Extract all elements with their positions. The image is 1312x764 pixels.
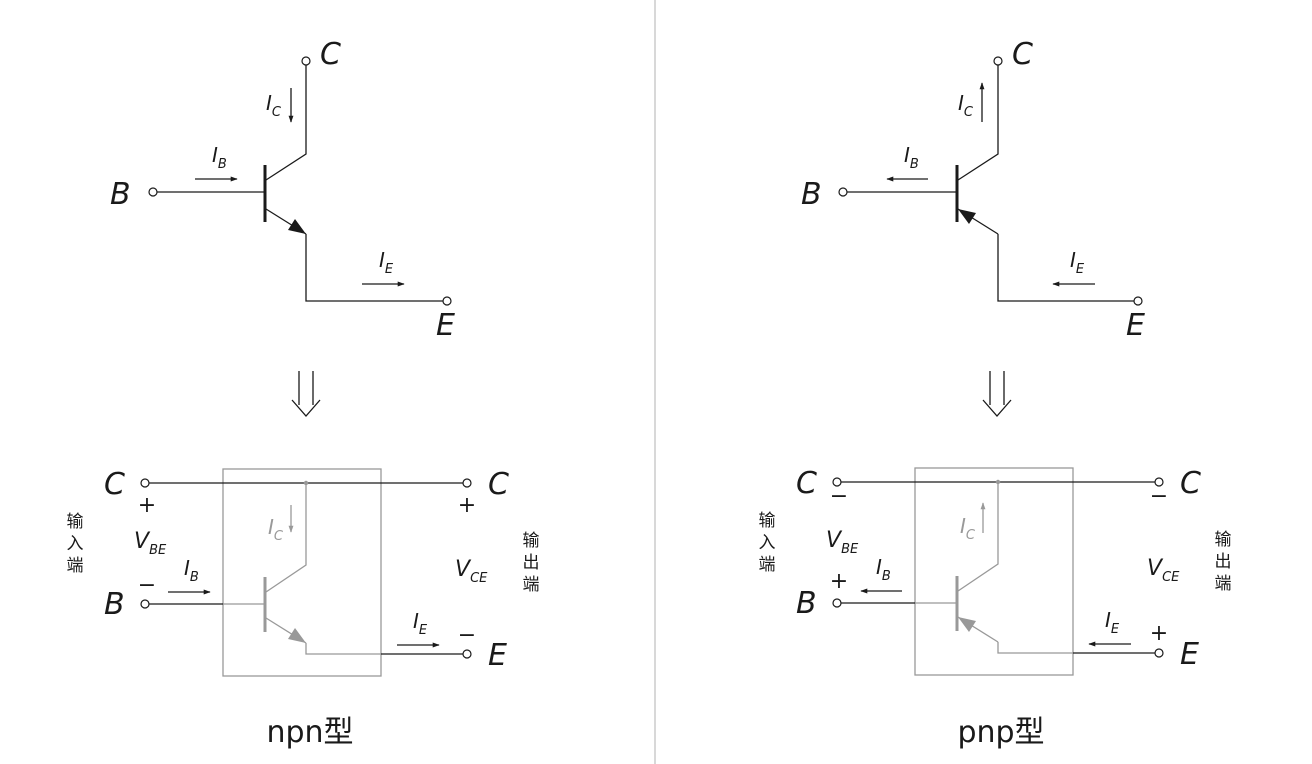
pnp-port-left-b: B <box>796 586 817 621</box>
npn-sign-out-top: + <box>458 493 476 518</box>
pnp-transistor-symbol: C B E IC IB IE <box>801 37 1145 343</box>
npn-caption: npn型 <box>266 715 353 750</box>
npn-label-b: B <box>110 177 131 212</box>
pnp-sign-out-bottom: + <box>1150 621 1168 646</box>
pnp-port-right-e: E <box>1180 637 1199 672</box>
pnp-label-b: B <box>801 177 822 212</box>
npn-port-right-c: C <box>488 467 509 502</box>
npn-port-ib-label: IB <box>184 556 199 585</box>
pnp-sign-in-top: − <box>830 484 848 509</box>
pnp-port-left-c: C <box>796 466 817 501</box>
npn-vbe-label: VBE <box>134 529 167 558</box>
npn-emitter-lead <box>305 234 443 302</box>
npn-label-c: C <box>320 37 341 72</box>
pnp-emitter-lead <box>997 234 1134 302</box>
npn-twoport: IC C B C E + − + − VBE VCE 输入端 输出端 IB IE <box>67 467 540 677</box>
npn-collector-terminal <box>301 56 311 66</box>
npn-ie-label: IE <box>379 248 394 277</box>
pnp-port-ie-label: IE <box>1105 608 1120 637</box>
pnp-inner-ic-label: IC <box>960 514 976 543</box>
pnp-caption: pnp型 <box>957 715 1044 750</box>
npn-port-ie-label: IE <box>413 609 428 638</box>
pnp-port-ib-label: IB <box>876 555 891 584</box>
double-down-arrow-icon <box>982 371 1012 417</box>
pnp-ib-label: IB <box>904 143 919 172</box>
npn-port-left-c: C <box>104 467 125 502</box>
pnp-collector-lead <box>957 65 999 181</box>
npn-emitter-terminal <box>442 296 452 306</box>
npn-inner-ic-label: IC <box>268 515 284 544</box>
pnp-label-e: E <box>1126 308 1145 343</box>
pnp-label-c: C <box>1012 37 1033 72</box>
pnp-input-port-label: 输入端 <box>759 511 776 575</box>
npn-sign-out-bottom: − <box>458 623 476 648</box>
pnp-twoport: IC C B C E − + − + VBE VCE 输入端 输出端 IB IE <box>759 466 1232 676</box>
npn-sign-in-bottom: − <box>138 573 156 598</box>
npn-output-port-label: 输出端 <box>523 531 540 595</box>
npn-ic-label: IC <box>266 91 282 120</box>
pnp-ie-label: IE <box>1070 248 1085 277</box>
pnp-twoport-box <box>914 467 1074 676</box>
npn-twoport-box <box>222 468 382 677</box>
pnp-output-port-label: 输出端 <box>1215 530 1232 594</box>
npn-collector-lead <box>265 65 307 181</box>
pnp-ic-label: IC <box>958 91 974 120</box>
npn-panel: C B E IC IB IE <box>67 37 540 750</box>
pnp-vbe-label: VBE <box>826 528 859 557</box>
double-down-arrow-icon <box>291 371 321 417</box>
npn-base-terminal <box>148 187 158 197</box>
npn-vce-label: VCE <box>455 557 488 586</box>
pnp-vce-label: VCE <box>1147 556 1180 585</box>
npn-port-right-e: E <box>488 638 507 673</box>
npn-transistor-symbol: C B E IC IB IE <box>110 37 455 343</box>
pnp-emitter-arrowhead <box>958 209 976 224</box>
npn-emitter-arrowhead <box>288 219 306 234</box>
npn-label-e: E <box>436 308 455 343</box>
pnp-panel: C B E IC IB IE <box>759 37 1232 750</box>
npn-ib-label: IB <box>212 143 227 172</box>
pnp-port-right-c: C <box>1180 466 1201 501</box>
pnp-sign-out-top: − <box>1150 484 1168 509</box>
npn-sign-in-top: + <box>138 493 156 518</box>
pnp-sign-in-bottom: + <box>830 569 848 594</box>
npn-port-left-b: B <box>104 587 125 622</box>
npn-input-port-label: 输入端 <box>67 512 84 576</box>
